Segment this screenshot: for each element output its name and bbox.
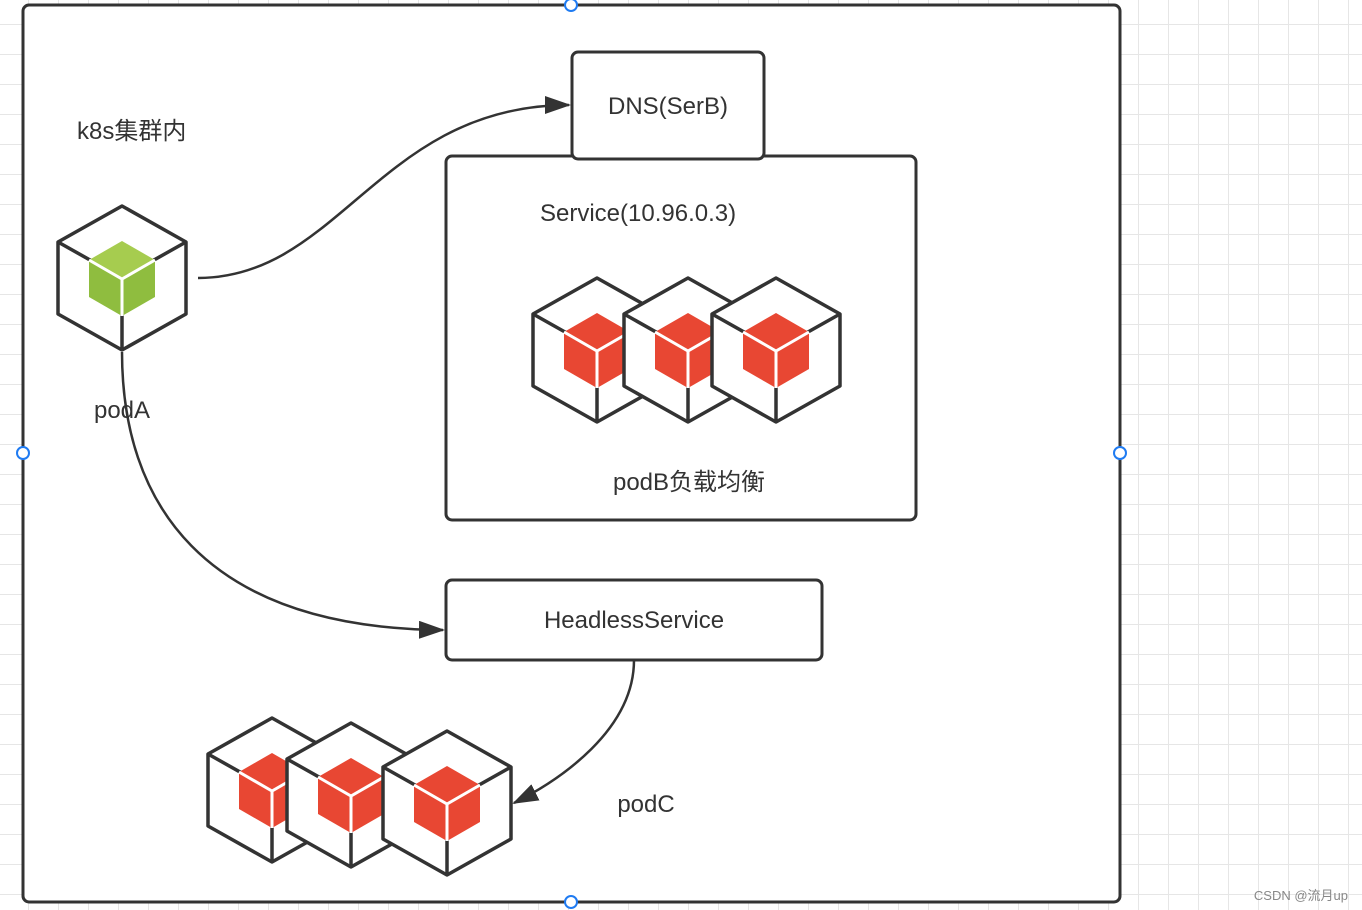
green-cube-icon [88, 241, 156, 316]
red-cube-icon [317, 758, 385, 833]
selection-handle-bottom[interactable] [564, 895, 578, 909]
pod-b-cube-1[interactable] [531, 276, 663, 424]
pod-a-green-cube-icon[interactable] [56, 204, 188, 352]
selection-handle-top[interactable] [564, 0, 578, 12]
edge-headless-to-podc[interactable] [512, 659, 636, 805]
red-cube-icon [413, 766, 481, 841]
headless-service-label: HeadlessService [544, 607, 724, 634]
pod-c-label: podC [617, 791, 674, 818]
pod-b-label: podB负载均衡 [613, 469, 765, 496]
red-cube-icon [563, 313, 631, 388]
pod-a-label: podA [94, 397, 150, 424]
watermark: CSDN @流月up [1253, 888, 1348, 903]
edge-poda-to-headless[interactable] [120, 351, 445, 639]
cluster-label: k8s集群内 [77, 118, 186, 145]
red-cube-icon [742, 313, 810, 388]
selection-handle-left[interactable] [16, 446, 30, 460]
pod-b-cube-3[interactable] [710, 276, 842, 424]
dns-box[interactable] [570, 50, 766, 161]
pod-c-cube-3[interactable] [381, 729, 513, 877]
service-label: Service(10.96.0.3) [540, 200, 736, 227]
edge-poda-to-dns[interactable] [197, 96, 571, 280]
pod-c-cube-2[interactable] [285, 721, 417, 869]
dns-label: DNS(SerB) [608, 93, 728, 120]
selection-handle-right[interactable] [1113, 446, 1127, 460]
